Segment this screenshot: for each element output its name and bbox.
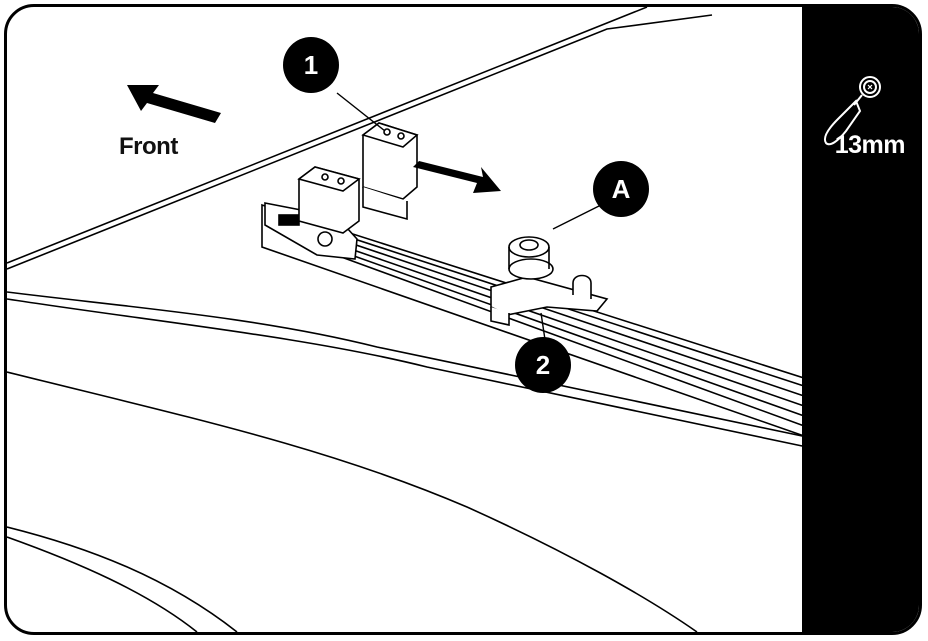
end-clip-slot bbox=[278, 214, 300, 226]
bracket-1-foot bbox=[362, 187, 408, 221]
panel-edge-bottom bbox=[7, 526, 238, 632]
roller-wheel bbox=[508, 258, 554, 280]
carriage-tab bbox=[490, 307, 510, 326]
illustration-frame: Front 1 A 2 13mm bbox=[4, 4, 922, 635]
panel-edge-middle-inner bbox=[7, 298, 808, 448]
panel-edge-upper bbox=[7, 7, 648, 264]
callout-1: 1 bbox=[283, 37, 339, 93]
wrench-icon bbox=[824, 76, 881, 146]
bracket-front bbox=[297, 166, 361, 234]
stop-peg bbox=[572, 274, 592, 299]
arrow-front-icon bbox=[127, 85, 221, 123]
callout-a: A bbox=[593, 161, 649, 217]
bracket-1-hole-b bbox=[397, 132, 405, 140]
bracket-1-hole-a bbox=[383, 128, 391, 136]
bracket-front-top bbox=[297, 166, 361, 192]
panel-edges bbox=[7, 7, 808, 632]
roller-carriage bbox=[490, 236, 609, 326]
front-direction-label: Front bbox=[119, 133, 178, 160]
panel-edge-middle bbox=[7, 291, 808, 438]
panel-edge-lower bbox=[7, 371, 698, 632]
bracket-1-top bbox=[361, 122, 419, 148]
panel-edge-bottom-inner bbox=[7, 536, 198, 632]
bracket-part-1 bbox=[361, 122, 419, 221]
bolt-shank bbox=[508, 247, 550, 269]
track-groove-3 bbox=[286, 226, 808, 408]
assembly-drawing bbox=[7, 7, 808, 632]
tool-panel: 13mm bbox=[802, 7, 919, 632]
end-clip-knob bbox=[317, 231, 333, 247]
bracket-front-hole-a bbox=[321, 173, 329, 181]
tool-size-label: 13mm bbox=[834, 131, 906, 159]
arrow-slide-icon bbox=[413, 161, 501, 193]
callout-2: 2 bbox=[515, 337, 571, 393]
leader-a bbox=[552, 202, 606, 230]
bracket-front-hole-b bbox=[337, 177, 345, 185]
leader-1 bbox=[336, 92, 386, 132]
track-groove-5 bbox=[302, 242, 808, 428]
bolt-socket bbox=[519, 239, 539, 251]
panel-edge-upper-inner bbox=[7, 14, 713, 270]
